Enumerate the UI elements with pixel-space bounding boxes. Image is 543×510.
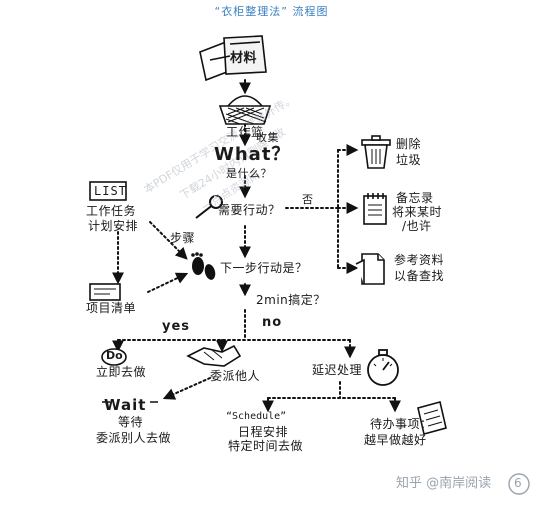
trash-icon [361,135,391,169]
what-sub-label: 是什么？ [226,167,272,180]
reference-folder-icon [355,253,385,285]
reference-label-1: 参考资料 [394,253,445,267]
diagram-title: “衣柜整理法” 流程图 [214,5,329,18]
do-icon [101,348,127,366]
action-needed-label: 需要行动？ [218,203,281,217]
collect-label: 收集 [256,131,279,144]
steps-label: 步骤 [170,231,196,245]
do-now-label: 立即去做 [96,365,147,379]
next-step-label: 下一步行动是？ [220,261,308,275]
inbox-basket-icon [218,95,272,125]
stopwatch-icon [367,349,399,386]
wrench-icon [195,195,223,219]
tasks-label-2: 计划安排 [88,219,139,233]
delegate-label: 委派他人 [210,369,261,383]
wait-sub-label: 委派别人去做 [96,431,172,445]
no-label: no [262,315,283,330]
do-label: Do [106,349,123,362]
page-number: 6 [514,476,522,490]
materials-label: 材料 [230,51,258,66]
wait-label: Wait [104,396,147,414]
list-board-icon [89,181,127,201]
schedule-label-1: 日程安排 [238,425,289,439]
schedule-label: “Schedule” [226,411,287,422]
todo-label-1: 待办事项： [370,417,433,431]
list-label: LIST [94,184,127,198]
todo-label-2: 越早做越好 [364,433,427,447]
what-label: What？ [214,144,291,165]
page-number-badge [508,473,530,495]
tasks-label-1: 工作任务 [86,204,137,218]
memo-label-2: 将来某时 [392,205,443,219]
memo-label-1: 备忘录 [396,191,434,205]
yes-label: yes [162,319,191,334]
delete-label-2: 垃圾 [396,153,422,167]
memo-notebook-icon [363,193,387,225]
project-list-icon [89,283,121,301]
delete-label-1: 删除 [396,137,422,151]
footprints-icon [191,252,216,280]
wait-zh-label: 等待 [118,415,144,429]
reference-label-2: 以备查找 [394,269,445,283]
todo-checklist-icon [417,401,447,435]
memo-label-3: /也许 [402,219,432,233]
handshake-icon [186,344,242,367]
inbox-label: 工作篮 [226,125,264,139]
footer-credit: 知乎 @南岸阅读 [396,476,492,491]
two-minute-label: 2min搞定？ [256,293,326,307]
defer-label: 延迟处理 [312,363,363,377]
no-branch-label: 否 [302,193,314,206]
schedule-label-2: 特定时间去做 [228,439,304,453]
project-list-label: 项目清单 [86,301,137,315]
materials-icon [199,35,267,82]
